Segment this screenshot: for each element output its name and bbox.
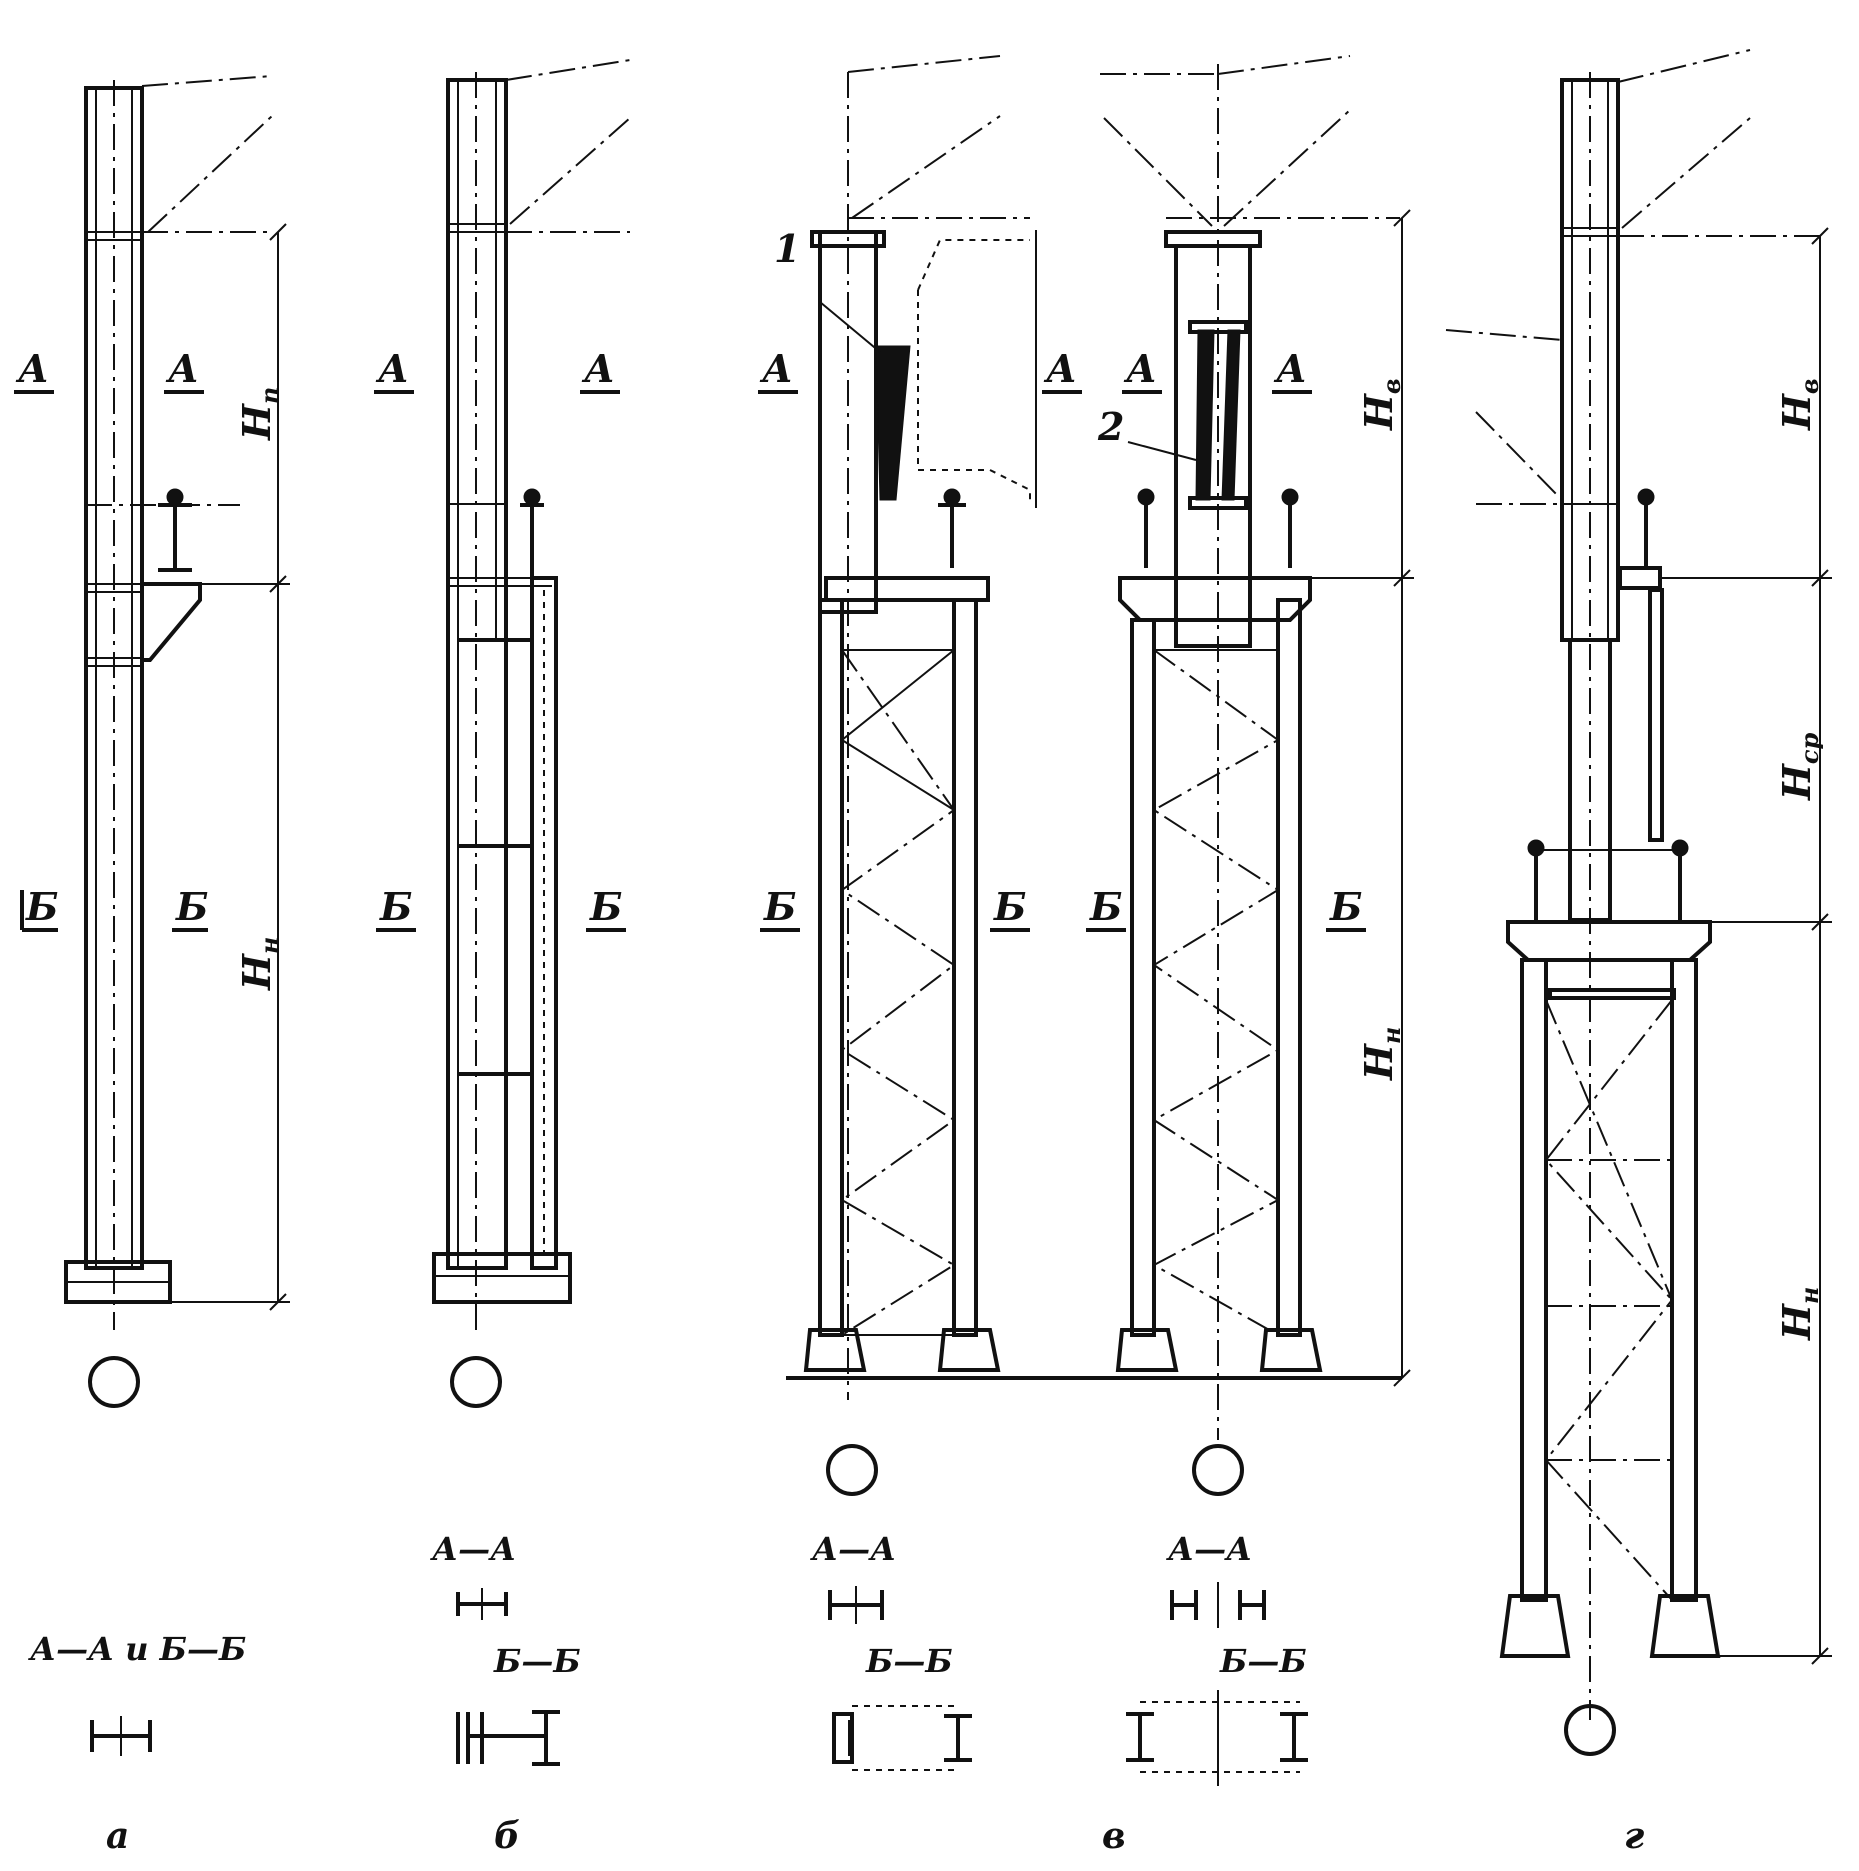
section-v2-bb-profile — [1126, 1690, 1308, 1786]
section-mark-a: А — [15, 346, 49, 391]
dim-hv: Hв — [1774, 378, 1824, 431]
column-v2-foot — [1115, 1328, 1179, 1372]
column-v-outer-branch — [818, 598, 844, 1337]
column-g-crossbeam — [1506, 920, 1712, 962]
axis-marker — [1564, 1704, 1616, 1756]
caption-a: а — [106, 1815, 129, 1857]
axis-marker — [450, 1356, 502, 1408]
section-mark-b: Б — [589, 884, 622, 929]
column-v2-foot — [1259, 1328, 1323, 1372]
section-v2-aa-profile — [1170, 1582, 1266, 1628]
section-v-aa-profile — [828, 1586, 884, 1624]
column-v2-branch — [1276, 598, 1302, 1337]
gusset-plate-1 — [875, 345, 911, 501]
callout-2: 2 — [1097, 404, 1124, 449]
column-v-foot — [937, 1328, 1001, 1372]
section-mark-b: Б — [763, 884, 796, 929]
column-v-foot — [803, 1328, 867, 1372]
column-v-right: 2 Hв Hн А А Б Б — [1086, 55, 1414, 1496]
caption-b: б — [494, 1815, 520, 1857]
column-b-crane-branch — [530, 576, 558, 1270]
section-mark-b: Б — [993, 884, 1026, 929]
section-mark-b: Б — [1089, 884, 1122, 929]
section-mark-a: А — [375, 346, 409, 391]
axis-marker — [1192, 1444, 1244, 1496]
dim-hn: Hн — [1774, 1287, 1824, 1341]
column-g-branch — [1520, 958, 1548, 1602]
dim-hn: Hн — [234, 937, 284, 991]
callout-1: 1 — [774, 226, 800, 271]
section-mark-b: Б — [175, 884, 208, 929]
column-b-base — [432, 1252, 572, 1304]
axis-marker — [826, 1444, 878, 1496]
section-title-aa: А—А — [430, 1530, 516, 1568]
section-mark-a: А — [759, 346, 793, 391]
crane-console — [142, 582, 202, 662]
cross-sections: А—А и Б—Б А—А Б—Б А—А — [28, 1530, 1308, 1786]
section-mark-a: А — [581, 346, 615, 391]
column-g-foot — [1499, 1594, 1571, 1658]
column-g: Hв Hср Hн — [1445, 49, 1832, 1756]
column-g-branch — [1670, 958, 1698, 1602]
dim-hp: Hп — [234, 387, 284, 441]
column-v-left: 1 А А Б Б — [758, 55, 1402, 1496]
section-title-aa: А—А — [1166, 1530, 1252, 1568]
column-v-crossbeam — [824, 576, 990, 602]
column-v-upper — [818, 230, 878, 614]
column-b: А А Б Б — [374, 59, 631, 1408]
section-title-bb: Б—Б — [1219, 1642, 1307, 1680]
section-mark-b: Б — [25, 884, 58, 929]
axis-marker — [88, 1356, 140, 1408]
section-mark-b: Б — [379, 884, 412, 929]
section-mark-a: А — [1123, 346, 1157, 391]
caption-v: в — [1102, 1815, 1126, 1857]
section-a-profile — [90, 1716, 152, 1756]
column-a: Hп Hн А А Б Б — [14, 75, 290, 1408]
section-title-aa-bb: А—А и Б—Б — [28, 1630, 246, 1668]
dim-hv: Hв — [1356, 378, 1406, 431]
section-title-aa: А—А — [810, 1530, 896, 1568]
column-g-foot — [1649, 1594, 1721, 1658]
caption-g: г — [1624, 1815, 1644, 1857]
dim-hsr: Hср — [1774, 732, 1824, 801]
section-title-bb: Б—Б — [865, 1642, 953, 1680]
section-title-bb: Б—Б — [493, 1642, 581, 1680]
column-v2-branch — [1130, 618, 1156, 1337]
section-mark-a: А — [1273, 346, 1307, 391]
section-v-bb-profile — [832, 1705, 972, 1771]
dim-hn: Hн — [1356, 1027, 1406, 1081]
section-b-aa-profile — [456, 1588, 508, 1620]
column-v-crane-branch — [952, 598, 978, 1337]
section-mark-a: А — [1043, 346, 1077, 391]
column-v2-upper — [1174, 244, 1252, 648]
section-mark-b: Б — [1329, 884, 1362, 929]
section-mark-a: А — [165, 346, 199, 391]
section-b-bb-profile — [456, 1710, 560, 1766]
